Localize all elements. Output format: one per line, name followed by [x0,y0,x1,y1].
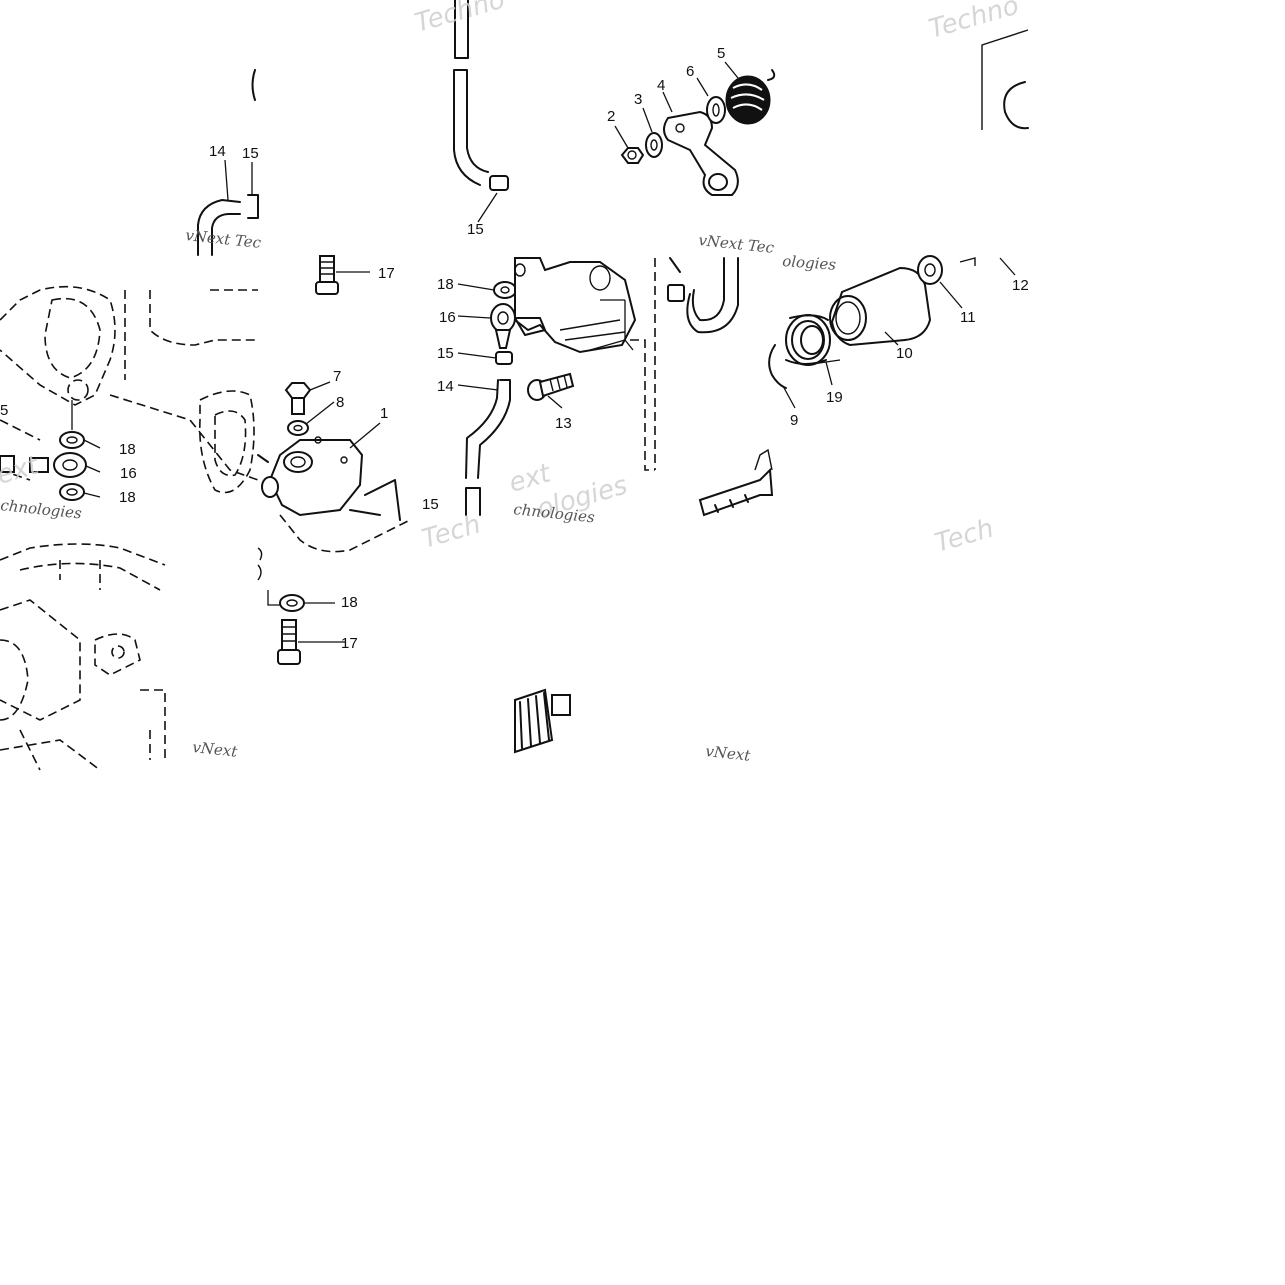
return-spring-5 [725,69,776,125]
callout-1: 1 [380,405,388,422]
callout-6: 6 [686,63,694,80]
washer-6 [706,96,726,124]
carburetor-body [514,257,656,471]
callout-15-top: 15 [467,221,484,238]
fuel-hose-left [197,69,259,256]
watermark-vnext-lower-right: vNext [705,742,753,765]
hose-clamp-upper [477,175,509,223]
elbow-hose-right [667,257,739,334]
washer-3 [645,132,663,158]
bolt-13 [527,372,575,401]
screw-7 [284,382,312,415]
watermark-techno-top: Techno [412,0,509,39]
callout-18-left-b: 18 [119,489,136,506]
nut-2 [620,147,645,164]
engine-block-lower [0,543,166,771]
fuel-pump-1 [257,436,364,517]
banjo-bolt-17-lower [277,619,301,665]
watermark-tech-center: Tech [419,510,484,555]
watermark-vnext-tec-right: vNext Tec [698,231,776,257]
engine-block-left [0,285,259,494]
callout-11: 11 [960,309,976,326]
o-ring-9 [768,344,787,389]
callout-2: 2 [607,108,615,125]
washer-18-left-a [59,431,85,449]
drive-shaft-right [698,448,774,517]
washer-8 [287,420,309,436]
callout-15-lower: 15 [422,496,439,513]
callout-18-lower: 18 [341,594,358,611]
callout-16-center: 16 [439,309,456,326]
callout-16-left: 16 [120,465,137,482]
callout-7: 7 [333,368,341,385]
callouts: 1 2 3 4 5 6 7 8 9 10 11 12 13 14 14 15 1… [0,45,1029,652]
watermark-vnext-lower-left: vNext [192,738,240,761]
washer-18-center [493,281,517,299]
callout-15-left: 15 [242,145,259,162]
sleeve-10 [829,266,932,347]
callout-13: 13 [555,415,572,432]
callout-14-center: 14 [437,378,454,395]
pump-bracket [279,479,411,553]
callout-18-center: 18 [437,276,454,293]
callout-17-lower: 17 [341,635,358,652]
bracket-edge [981,29,1029,130]
callout-18-left-a: 18 [119,441,136,458]
fuel-hose-14-center [465,379,511,516]
throttle-lever-4 [663,110,739,196]
callout-4: 4 [657,77,665,94]
callout-12: 12 [1012,277,1029,294]
watermark-vnext-tec-left: vNext Tec [185,226,263,252]
hose-clamp-15-center [495,351,513,365]
spring-19 [785,314,831,366]
leader-lines [71,61,1016,643]
callout-14-left: 14 [209,143,226,160]
callout-9: 9 [790,412,798,429]
drive-gear [514,688,571,754]
callout-5-edge: 5 [0,402,8,419]
banjo-fitting-16-center [490,303,516,349]
banjo-bolt-17-upper [315,255,339,295]
callout-10: 10 [896,345,913,362]
watermark-techno-topright: Techno [926,0,1023,45]
callout-8: 8 [336,394,344,411]
watermarks: Techno Techno Tech Tech ext ologies ext … [0,0,1022,765]
callout-3: 3 [634,91,642,108]
washer-18-left-b [59,483,85,501]
callout-15-center: 15 [437,345,454,362]
callout-17-upper: 17 [378,265,395,282]
callout-5: 5 [717,45,725,62]
banjo-fitting-16-left [0,452,87,478]
washer-18-lower [257,547,305,612]
washer-11 [917,255,943,285]
watermark-ologies-right: ologies [782,252,837,274]
fuel-hose-upper [453,0,489,186]
part-12-edge [959,257,976,266]
callout-19: 19 [826,389,843,406]
watermark-tech-right: Tech [932,514,997,559]
